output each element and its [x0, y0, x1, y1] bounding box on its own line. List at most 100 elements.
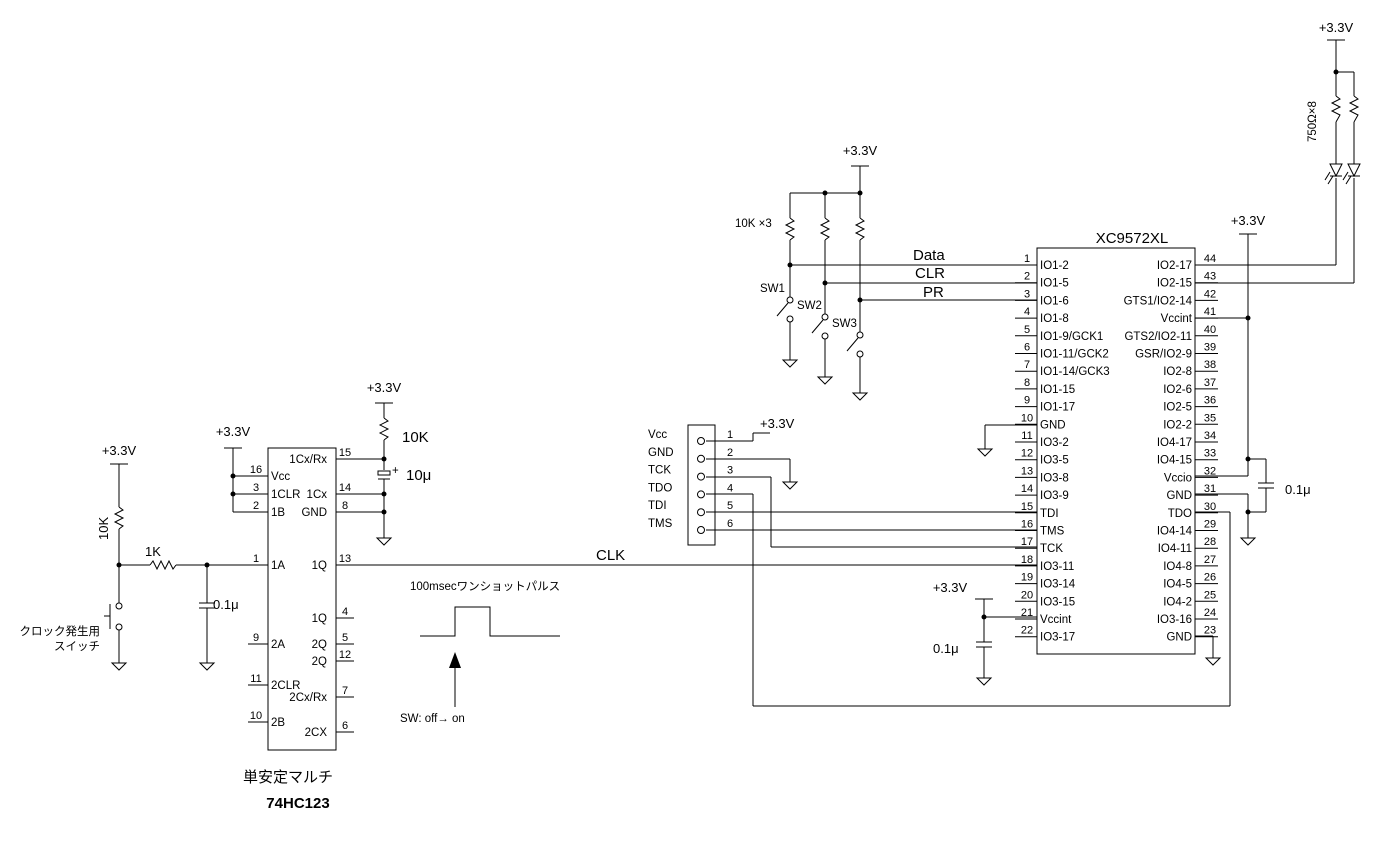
xc-pin-num: 25 — [1204, 589, 1216, 601]
xc-pin-label: IO1-5 — [1040, 278, 1069, 290]
jtag-pin-label: TMS — [648, 518, 673, 530]
supply-timing-label: +3.3V — [367, 380, 402, 395]
xc-pin-num: 9 — [1024, 395, 1030, 407]
xc-pin-label: GTS2/IO2-11 — [1124, 331, 1192, 343]
pulse-label: 100msecワンショットパルス — [410, 580, 560, 593]
hc-pin-label: 2B — [271, 717, 285, 729]
xc-pin-num: 4 — [1024, 306, 1030, 318]
xc-pin-num: 32 — [1204, 465, 1216, 477]
xc-pin-label: GND — [1040, 419, 1066, 431]
jtag-pin-label: TDI — [648, 500, 667, 512]
switch-sw2: SW2 — [797, 283, 833, 385]
timing-resistor-label: 10K — [402, 429, 429, 446]
xc-pin-label: IO1-14/GCK3 — [1040, 366, 1110, 378]
hc-pin-num: 10 — [250, 710, 262, 722]
xc-pin-num: 5 — [1024, 324, 1030, 336]
led-2 — [1342, 163, 1361, 185]
hc-pin-num: 16 — [250, 464, 262, 476]
xc-pin-label: IO3-14 — [1040, 579, 1076, 591]
xc-pin-label: IO3-8 — [1040, 472, 1069, 484]
supply-vccint-label: +3.3V — [933, 580, 968, 595]
jtag-pin-num: 2 — [727, 447, 733, 459]
xc-pin-num: 1 — [1024, 253, 1030, 265]
timing-cap-label: 10μ — [406, 467, 431, 484]
xc-pin-num: 16 — [1021, 519, 1033, 531]
xc-pin-label: Vccint — [1040, 614, 1072, 626]
hc123-part: 74HC123 — [266, 795, 329, 812]
xc-pin-num: 20 — [1021, 589, 1033, 601]
hc-pin-num: 12 — [339, 649, 351, 661]
xc-pin-num: 41 — [1204, 306, 1216, 318]
xc-pin-num: 23 — [1204, 625, 1216, 637]
hc-pin-label: 2Q — [312, 656, 327, 668]
xc-pin-label: IO3-17 — [1040, 632, 1075, 644]
xc-pin-label: IO2-15 — [1157, 278, 1192, 290]
xc-pin-label: GND — [1166, 632, 1192, 644]
hc-pin-label: 1CLR — [271, 489, 300, 501]
hc-pin-label: 2Q — [312, 639, 327, 651]
hc123-title: 単安定マルチ — [243, 769, 333, 786]
xc-pin-num: 31 — [1204, 483, 1216, 495]
supply-hc-label: +3.3V — [216, 424, 251, 439]
xc-pin-label: IO3-15 — [1040, 596, 1075, 608]
xc-pin-label: IO1-8 — [1040, 313, 1069, 325]
xc-pin-num: 17 — [1021, 536, 1033, 548]
cap-vccio-label: 0.1μ — [1285, 482, 1311, 497]
xc-pin-num: 6 — [1024, 342, 1030, 354]
hc-pin-label: 2A — [271, 639, 285, 651]
xc-pin-label: IO2-6 — [1163, 384, 1192, 396]
xc-pin-label: Vccio — [1164, 472, 1192, 484]
hc-pin-label: 2Cx/Rx — [289, 692, 327, 704]
pullup-value-label: 10K ×3 — [735, 218, 772, 230]
hc-pin-num: 5 — [342, 632, 348, 644]
xc-pin-num: 19 — [1021, 572, 1033, 584]
xc-pin-num: 8 — [1024, 377, 1030, 389]
jtag-pin-num: 1 — [727, 429, 733, 441]
xc9572xl-chip: XC9572XL 1IO1-22IO1-53IO1-64IO1-85IO1-9/… — [1015, 230, 1218, 655]
xc-pin-label: TDO — [1168, 508, 1192, 520]
jtag-pin-label: Vcc — [648, 429, 667, 441]
xc-pin-num: 39 — [1204, 342, 1216, 354]
hc-pin-num: 11 — [250, 673, 261, 685]
hc-pin-label: Vcc — [271, 471, 290, 483]
xc-pin-num: 15 — [1021, 501, 1033, 513]
xc-pin-label: IO3-9 — [1040, 490, 1069, 502]
xc-pin-label: IO1-11/GCK2 — [1040, 349, 1109, 361]
xc-pin-label: Vccint — [1161, 313, 1193, 325]
xc-pin-num: 37 — [1204, 377, 1216, 389]
hc-pin-num: 7 — [342, 685, 348, 697]
xc-pin-num: 7 — [1024, 359, 1030, 371]
xc-pin-num: 11 — [1021, 430, 1032, 442]
xc-pin-label: IO1-9/GCK1 — [1040, 331, 1103, 343]
hc-pin-num: 9 — [253, 632, 259, 644]
clk-pullup-resistor — [113, 506, 125, 530]
xc-pin-num: 28 — [1204, 536, 1216, 548]
net-clk-label: CLK — [596, 547, 625, 564]
xc-pin-num: 10 — [1021, 412, 1033, 424]
clock-switch-label-1: クロック発生用 — [20, 624, 101, 638]
hc-pin-label: GND — [301, 507, 327, 519]
hc-pin-num: 4 — [342, 606, 348, 618]
xc-pin-label: IO4-15 — [1157, 455, 1192, 467]
clk-series-label: 1K — [145, 544, 161, 559]
supply-pullups-label: +3.3V — [843, 143, 878, 158]
xc-pin-num: 35 — [1204, 412, 1216, 424]
xc-pin-num: 22 — [1021, 625, 1033, 637]
hc-pin-num: 8 — [342, 500, 348, 512]
hc-pin-num: 6 — [342, 720, 348, 732]
xc-pin-label: TDI — [1040, 508, 1059, 520]
xc-pin-label: GTS1/IO2-14 — [1124, 295, 1193, 307]
xc-pin-label: IO2-2 — [1163, 419, 1192, 431]
xc-pin-label: IO2-8 — [1163, 366, 1192, 378]
xc-pin-label: IO2-17 — [1157, 260, 1192, 272]
clk-series-resistor — [149, 559, 177, 571]
xc-pin-label: GSR/IO2-9 — [1135, 349, 1192, 361]
xc-pin-label: GND — [1166, 490, 1192, 502]
supply-vccio-label: +3.3V — [1231, 213, 1266, 228]
clk-pullup-label: 10K — [96, 517, 111, 540]
xc-pin-num: 36 — [1204, 395, 1216, 407]
clk-cap-label: 0.1μ — [213, 597, 239, 612]
cap-vccint-label: 0.1μ — [933, 641, 959, 656]
